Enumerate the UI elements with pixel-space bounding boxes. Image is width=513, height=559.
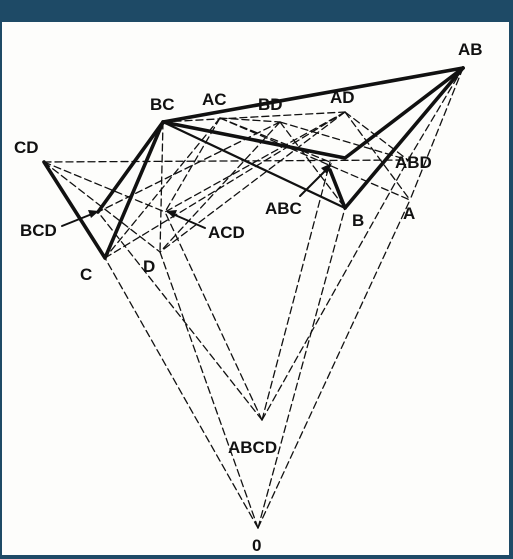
edge-AD-A: [344, 111, 411, 201]
edge-BC-D-guide: [159, 121, 164, 253]
label-AD: AD: [330, 88, 355, 107]
label-ABCD: ABCD: [228, 438, 277, 457]
arrowhead-ACD: [166, 210, 177, 218]
edge-BC-AD: [162, 111, 346, 123]
edge-BD-D: [159, 121, 281, 253]
label-0: 0: [252, 536, 261, 555]
edge-AD-ACD: [164, 111, 346, 213]
node-labels: AB BC AC BD AD CD ABD ABC B A BCD ACD D …: [14, 40, 483, 555]
edge-AB-ABD: [407, 67, 464, 161]
label-B: B: [352, 211, 364, 230]
arrows: [61, 163, 332, 229]
label-BD: BD: [258, 95, 283, 114]
dashed-edges: [43, 67, 464, 529]
edge-BC-B: [161, 120, 347, 210]
label-D: D: [143, 257, 155, 276]
diagram-paper: [2, 22, 509, 555]
label-BC: BC: [150, 95, 175, 114]
edge-0-C: [104, 257, 259, 529]
edge-AC-A: [219, 117, 411, 201]
edge-ACD-ABCD: [164, 211, 263, 421]
label-A: A: [403, 204, 415, 223]
label-CD: CD: [14, 138, 39, 157]
edge-C-AD: [104, 111, 346, 259]
label-AB: AB: [458, 40, 483, 59]
edge-0-A: [257, 199, 411, 529]
edge-AC-ACD: [164, 117, 221, 213]
label-AC: AC: [202, 90, 227, 109]
edge-ABC-ABCD: [261, 161, 331, 421]
arrowhead-ABC: [321, 163, 332, 174]
bold-path-CD-C-BC-AB: [42, 66, 465, 260]
edge-BCD-ABCD: [97, 211, 263, 421]
edge-CD-long: [43, 159, 409, 163]
bold-edge-B-AB: [343, 66, 465, 210]
edge-AD-D: [159, 111, 346, 253]
label-BCD: BCD: [20, 221, 57, 240]
edge-CD-ACD: [43, 161, 166, 213]
edge-BD-ABD: [279, 121, 409, 161]
edge-0-B: [257, 207, 346, 529]
bold-edges: [42, 66, 465, 260]
label-C: C: [80, 265, 92, 284]
edge-AB-A: [409, 67, 464, 201]
edge-AC-ABC: [219, 117, 331, 163]
arrowhead-BCD: [88, 210, 99, 218]
edge-0-D: [159, 251, 259, 529]
label-ABC: ABC: [265, 199, 302, 218]
bold-edge-BCD-BC: [96, 120, 165, 214]
label-ABD: ABD: [395, 153, 432, 172]
bold-edge-B-ABC: [328, 168, 347, 210]
edge-AC-C: [104, 117, 221, 259]
edge-AC-BD: [219, 117, 281, 123]
edge-ABD-ABCD: [261, 159, 409, 421]
medium-edges: [161, 120, 347, 210]
edge-BD-B: [279, 121, 346, 209]
label-ACD: ACD: [208, 223, 245, 242]
bold-path-BC-ABC-AB: [161, 66, 465, 160]
